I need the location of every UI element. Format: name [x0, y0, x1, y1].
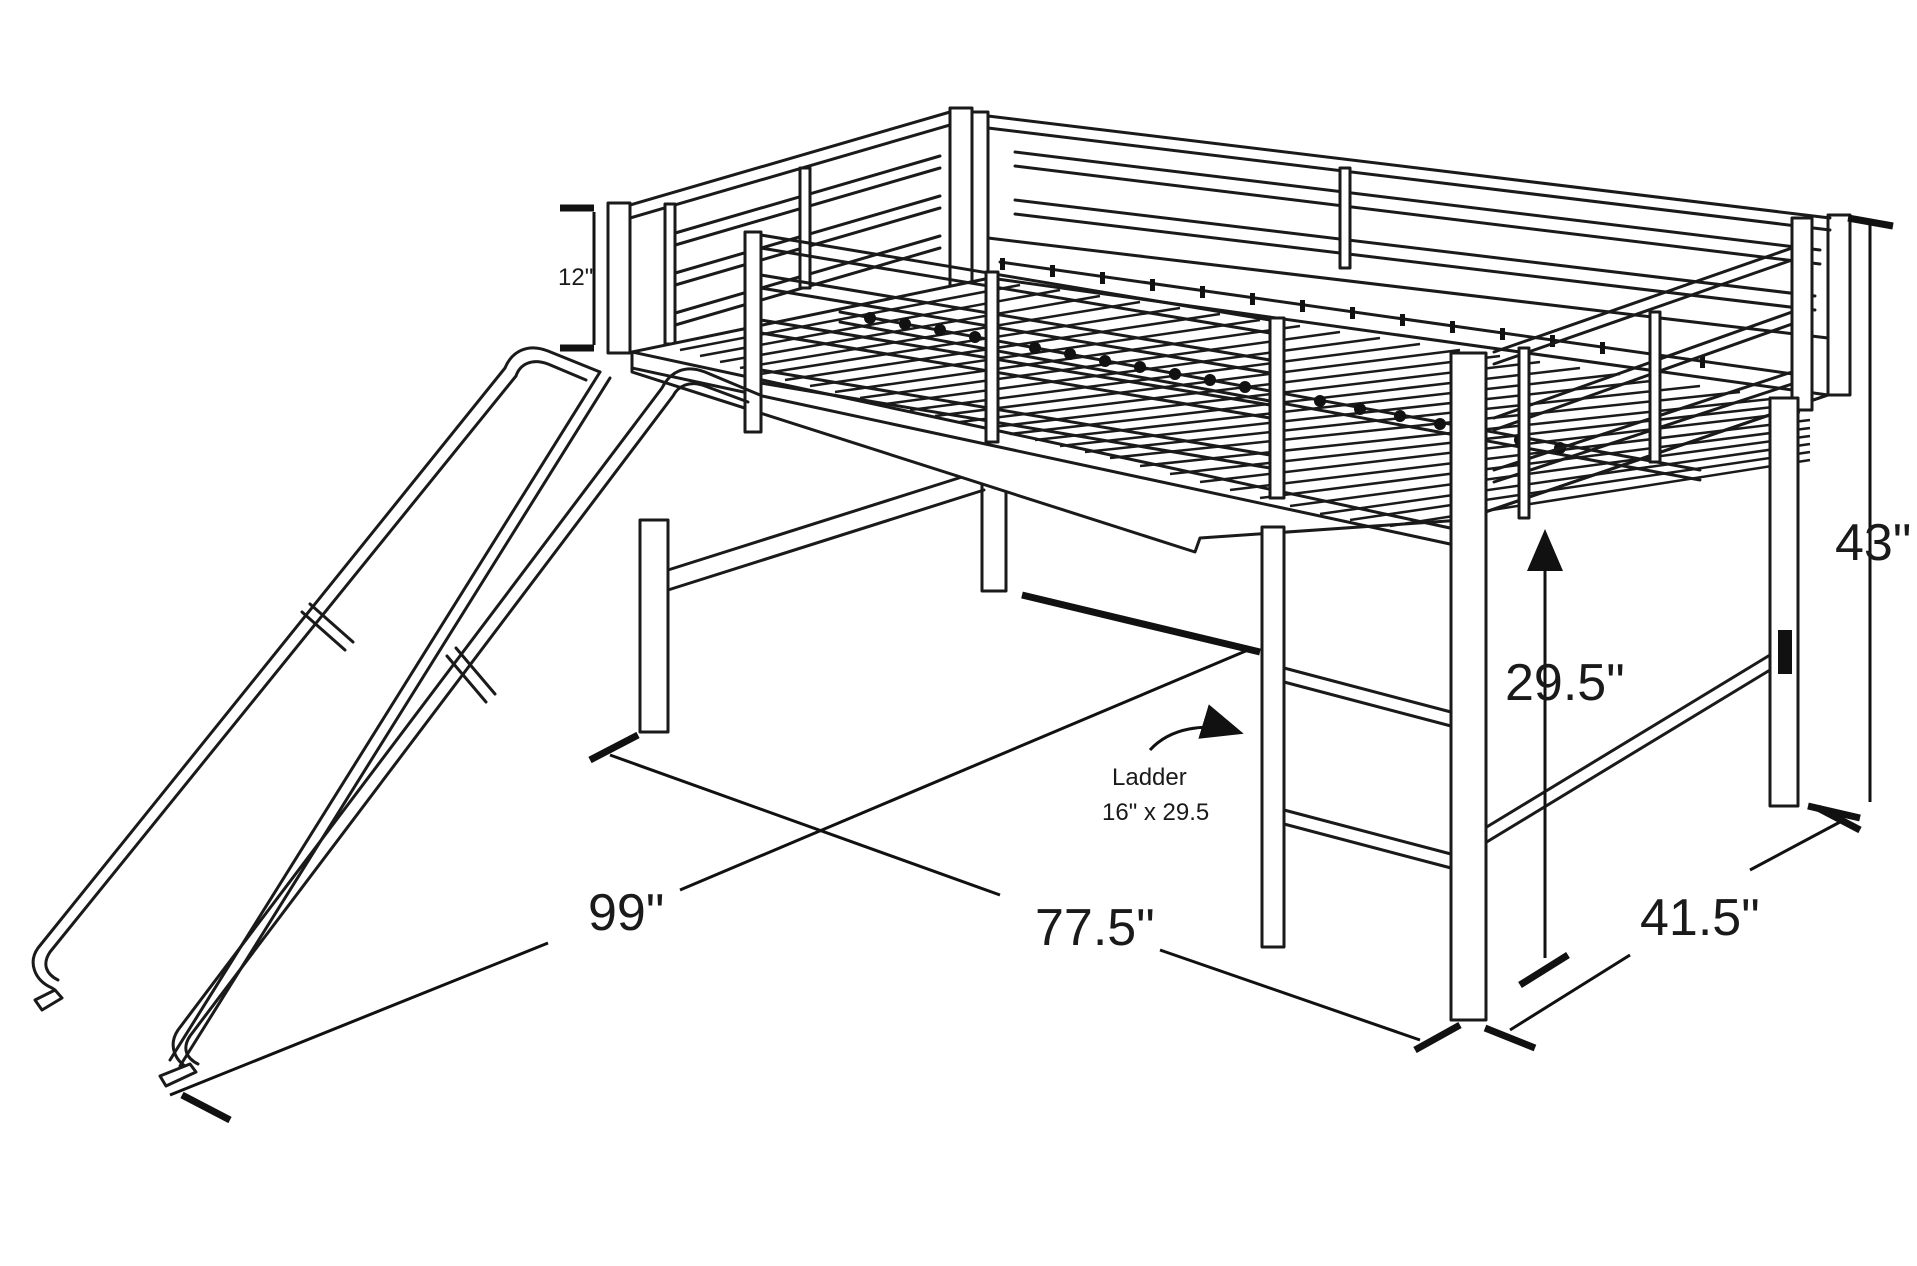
ladder-size-label: 16" x 29.5 [1102, 799, 1209, 826]
dimension-overall-length [169, 591, 1261, 1124]
clearance-height-label: 29.5" [1505, 654, 1625, 712]
bed-length-label: 77.5" [1035, 899, 1155, 957]
guardrail-height-label: 12" [558, 264, 593, 291]
ladder [1260, 525, 1453, 949]
dimension-bed-length [588, 731, 1462, 1054]
bed-width-label: 41.5" [1640, 889, 1760, 947]
front-left-leg [638, 518, 670, 734]
front-right-leg [1449, 351, 1488, 1022]
right-lower-crossbar [1483, 653, 1772, 845]
dimension-guardrail-height [560, 204, 596, 352]
overall-height-label: 43" [1835, 514, 1911, 572]
front-guardrail [743, 230, 1286, 500]
right-end-guardrail [1492, 216, 1814, 520]
dimension-bed-width [1483, 804, 1862, 1052]
lower-left-crossbar [666, 468, 986, 592]
ladder-callout-arrow [1148, 704, 1244, 752]
ladder-label: Ladder [1112, 764, 1187, 791]
slide [31, 346, 762, 1088]
back-right-leg [1768, 396, 1800, 808]
dimension-overall-height [1807, 214, 1894, 822]
dimension-clearance-height [1518, 529, 1570, 988]
overall-length-label: 99" [588, 884, 664, 942]
